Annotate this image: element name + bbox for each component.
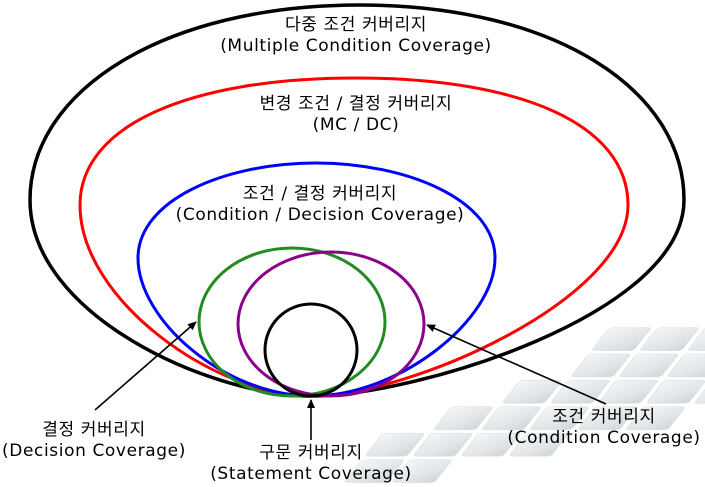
decision-label: 결정 커버리지 (Decision Coverage) xyxy=(0,420,188,462)
mcdc-label: 변경 조건 / 결정 커버리지 (MC / DC) xyxy=(180,94,532,136)
mcdc-label-en: (MC / DC) xyxy=(312,115,400,135)
condition-decision-shape xyxy=(136,161,497,398)
statement-shape xyxy=(263,302,359,398)
condition-label-ko: 조건 커버리지 xyxy=(552,407,656,427)
decision-arrow xyxy=(94,321,197,411)
multiple-condition-label-ko: 다중 조건 커버리지 xyxy=(285,15,427,35)
condition-decision-label-ko: 조건 / 결정 커버리지 xyxy=(242,184,398,204)
statement-label-en: (Statement Coverage) xyxy=(210,464,412,484)
condition-arrow xyxy=(426,324,607,405)
decision-label-en: (Decision Coverage) xyxy=(2,441,186,461)
mcdc-shape xyxy=(78,76,630,398)
multiple-condition-label-en: (Multiple Condition Coverage) xyxy=(220,36,492,56)
condition-decision-label-en: (Condition / Decision Coverage) xyxy=(175,205,465,225)
condition-shape xyxy=(236,250,426,398)
decorative-tiles xyxy=(345,327,705,483)
decision-label-ko: 결정 커버리지 xyxy=(42,420,146,440)
statement-label-ko: 구문 커버리지 xyxy=(259,443,363,463)
condition-decision-label: 조건 / 결정 커버리지 (Condition / Decision Cover… xyxy=(150,184,490,226)
multiple-condition-label: 다중 조건 커버리지 (Multiple Condition Coverage) xyxy=(150,15,562,57)
condition-label-en: (Condition Coverage) xyxy=(507,428,701,448)
decision-shape xyxy=(197,246,387,398)
condition-label: 조건 커버리지 (Condition Coverage) xyxy=(506,407,702,449)
multiple-condition-shape xyxy=(28,3,686,398)
statement-label: 구문 커버리지 (Statement Coverage) xyxy=(208,443,414,485)
mcdc-label-ko: 변경 조건 / 결정 커버리지 xyxy=(259,94,453,114)
